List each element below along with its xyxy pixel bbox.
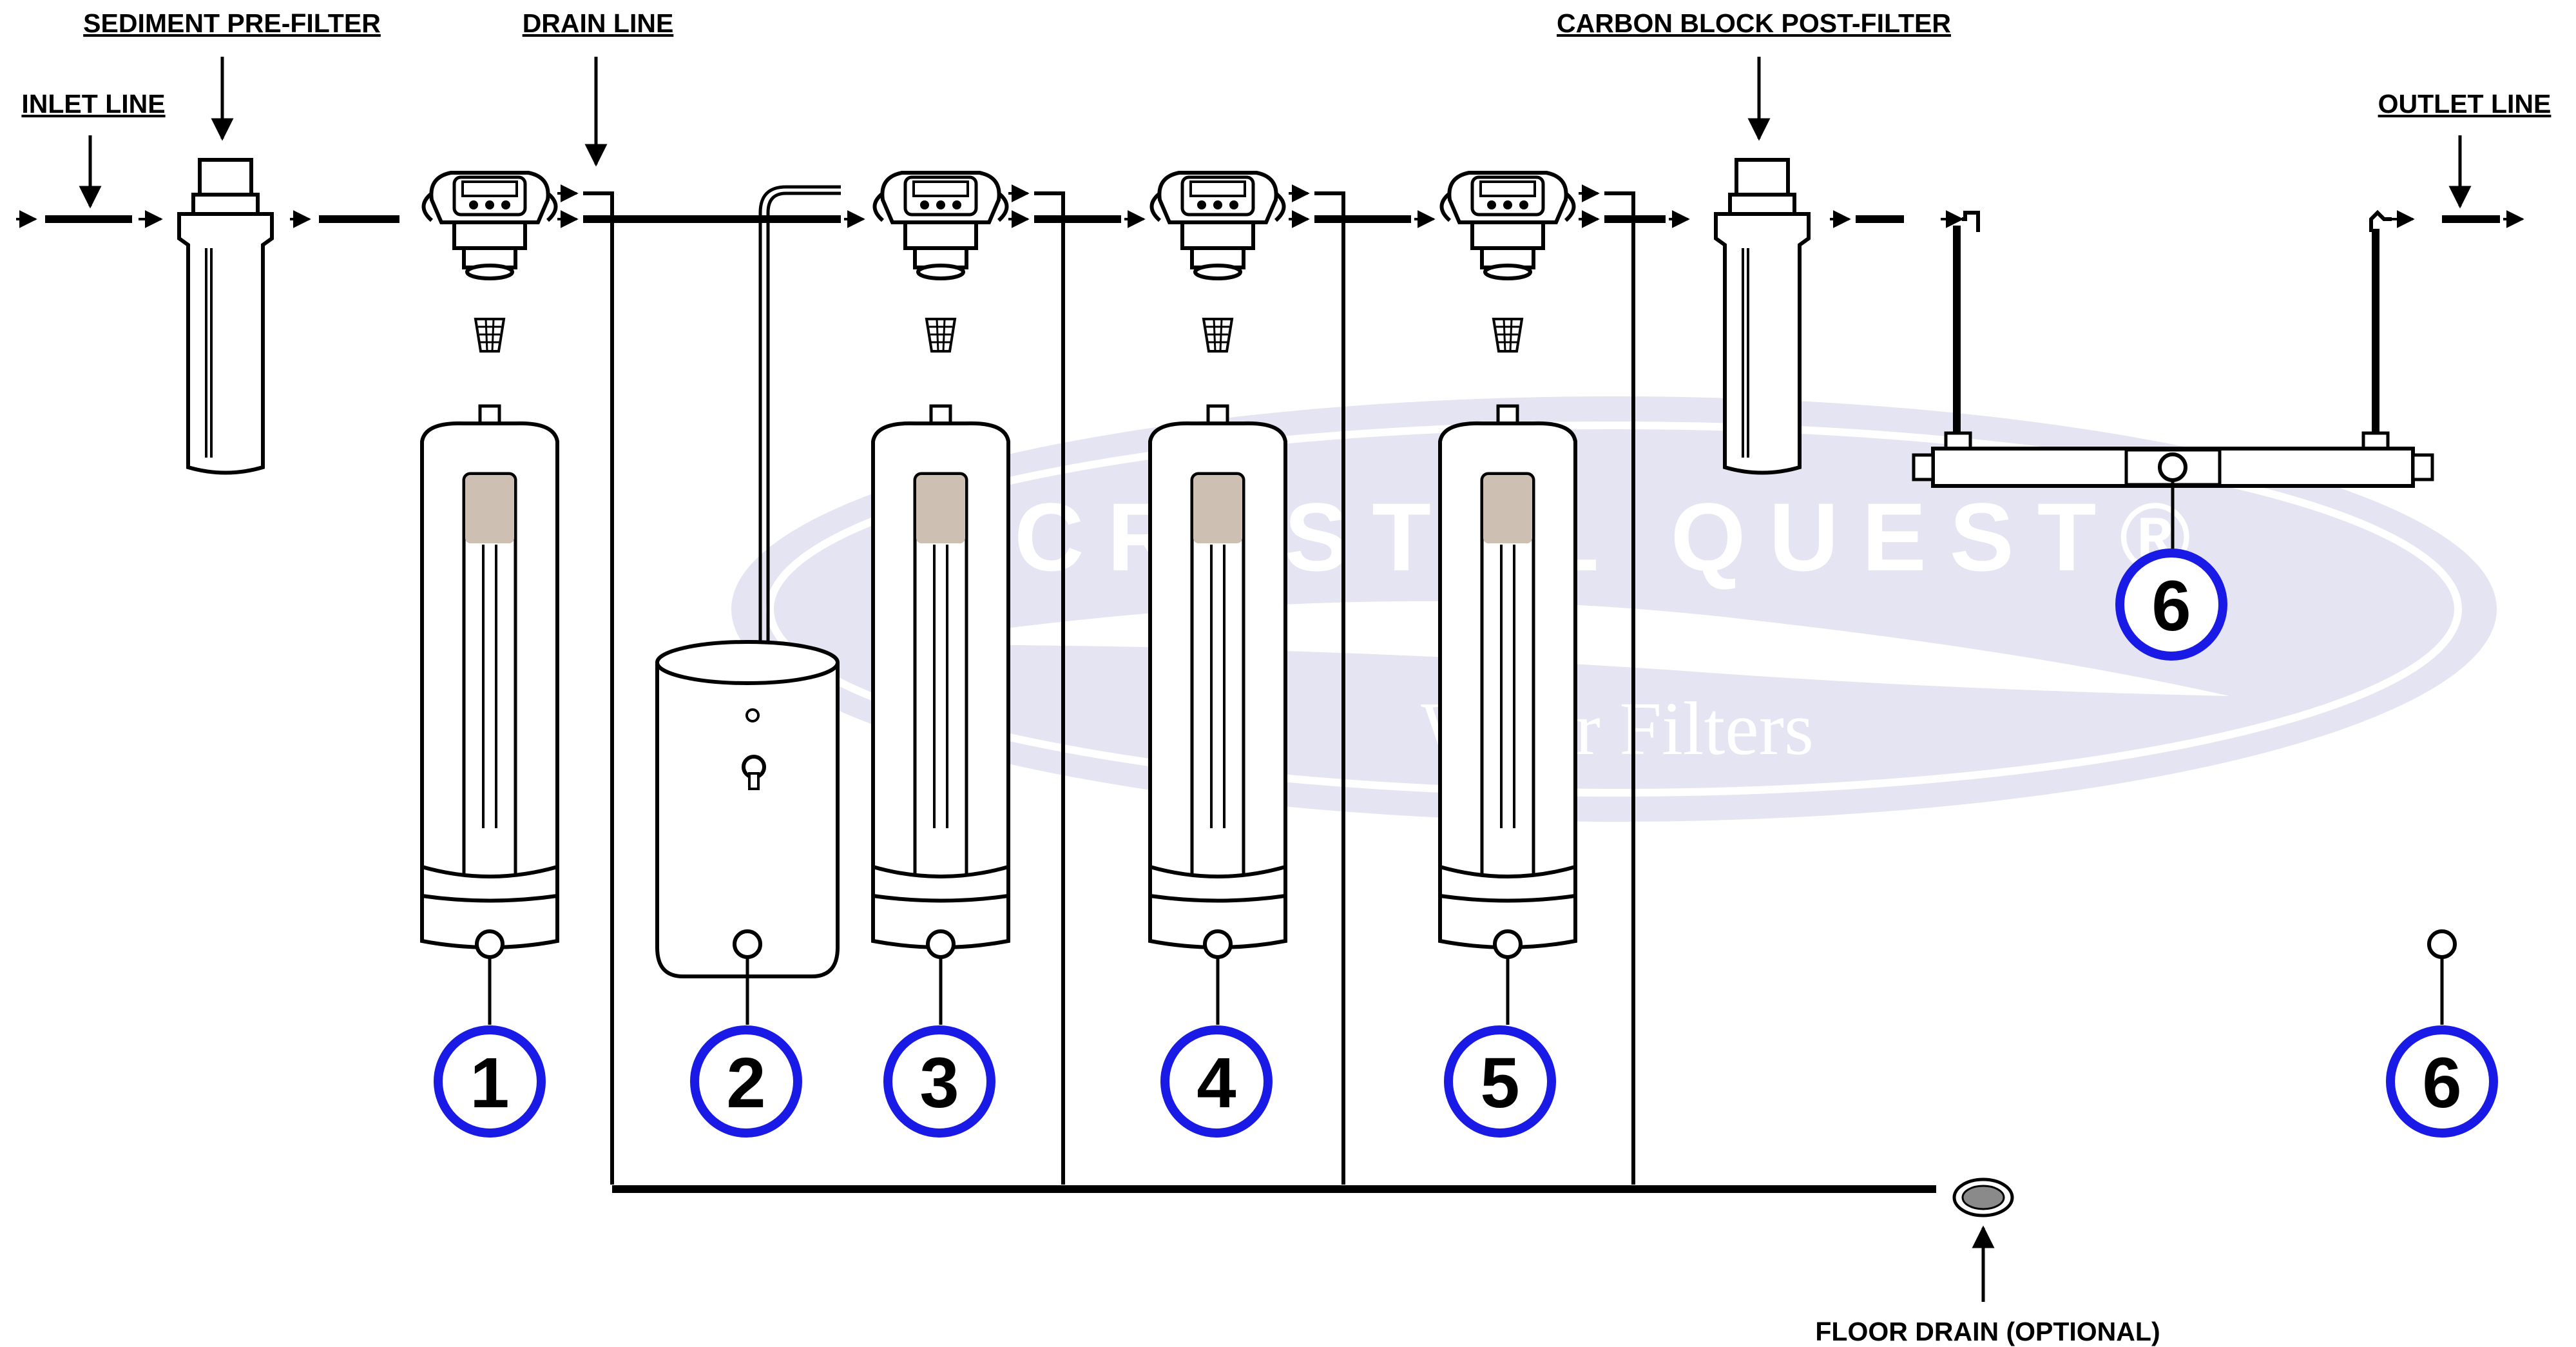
valve-1 xyxy=(424,173,556,278)
strainer-1 xyxy=(474,318,505,353)
badge-4: 4 xyxy=(1160,1025,1273,1138)
badge-1-number: 1 xyxy=(470,1043,509,1123)
sediment-prefilter xyxy=(179,160,272,473)
outlet-line-label: OUTLET LINE xyxy=(2378,89,2552,119)
carbon-postfilter-label: CARBON BLOCK POST-FILTER xyxy=(1557,8,1951,38)
badge-2: 2 xyxy=(690,1025,802,1138)
floor-drain-label: FLOOR DRAIN (OPTIONAL) xyxy=(1815,1317,2160,1346)
callout-pointers xyxy=(475,929,2457,1025)
badge-6-uv-number: 6 xyxy=(2151,567,2191,646)
floor-drain xyxy=(1952,1177,2014,1217)
badge-4-number: 4 xyxy=(1197,1043,1236,1123)
sediment-prefilter-label: SEDIMENT PRE-FILTER xyxy=(83,8,381,38)
badge-6: 6 xyxy=(2386,1025,2498,1138)
valve-3 xyxy=(875,173,1007,278)
badge-5: 5 xyxy=(1444,1025,1556,1138)
inlet-line-label: INLET LINE xyxy=(21,89,165,119)
badge-6-uv: 6 xyxy=(2115,548,2227,661)
flow-arrows xyxy=(16,184,2524,228)
valve-4 xyxy=(1152,173,1284,278)
tank-3 xyxy=(873,406,1008,947)
strainer-5 xyxy=(1492,318,1523,353)
badge-2-number: 2 xyxy=(726,1043,765,1123)
tank-4 xyxy=(1150,406,1285,947)
badge-3-number: 3 xyxy=(919,1043,959,1123)
brine-tank xyxy=(655,640,840,978)
tank-5 xyxy=(1440,406,1575,947)
badge-5-number: 5 xyxy=(1480,1043,1519,1123)
badge-1: 1 xyxy=(434,1025,546,1138)
brine-line xyxy=(758,185,841,651)
badge-6-number: 6 xyxy=(2422,1043,2461,1123)
drain-line-label: DRAIN LINE xyxy=(523,8,674,38)
uv-unit xyxy=(1912,209,2434,557)
drain-stubs xyxy=(583,191,1635,1185)
valve-5 xyxy=(1442,173,1574,278)
tank-1 xyxy=(422,406,557,947)
strainer-4 xyxy=(1202,318,1233,353)
carbon-postfilter xyxy=(1716,160,1809,473)
badge-3: 3 xyxy=(883,1025,995,1138)
strainer-3 xyxy=(925,318,956,353)
